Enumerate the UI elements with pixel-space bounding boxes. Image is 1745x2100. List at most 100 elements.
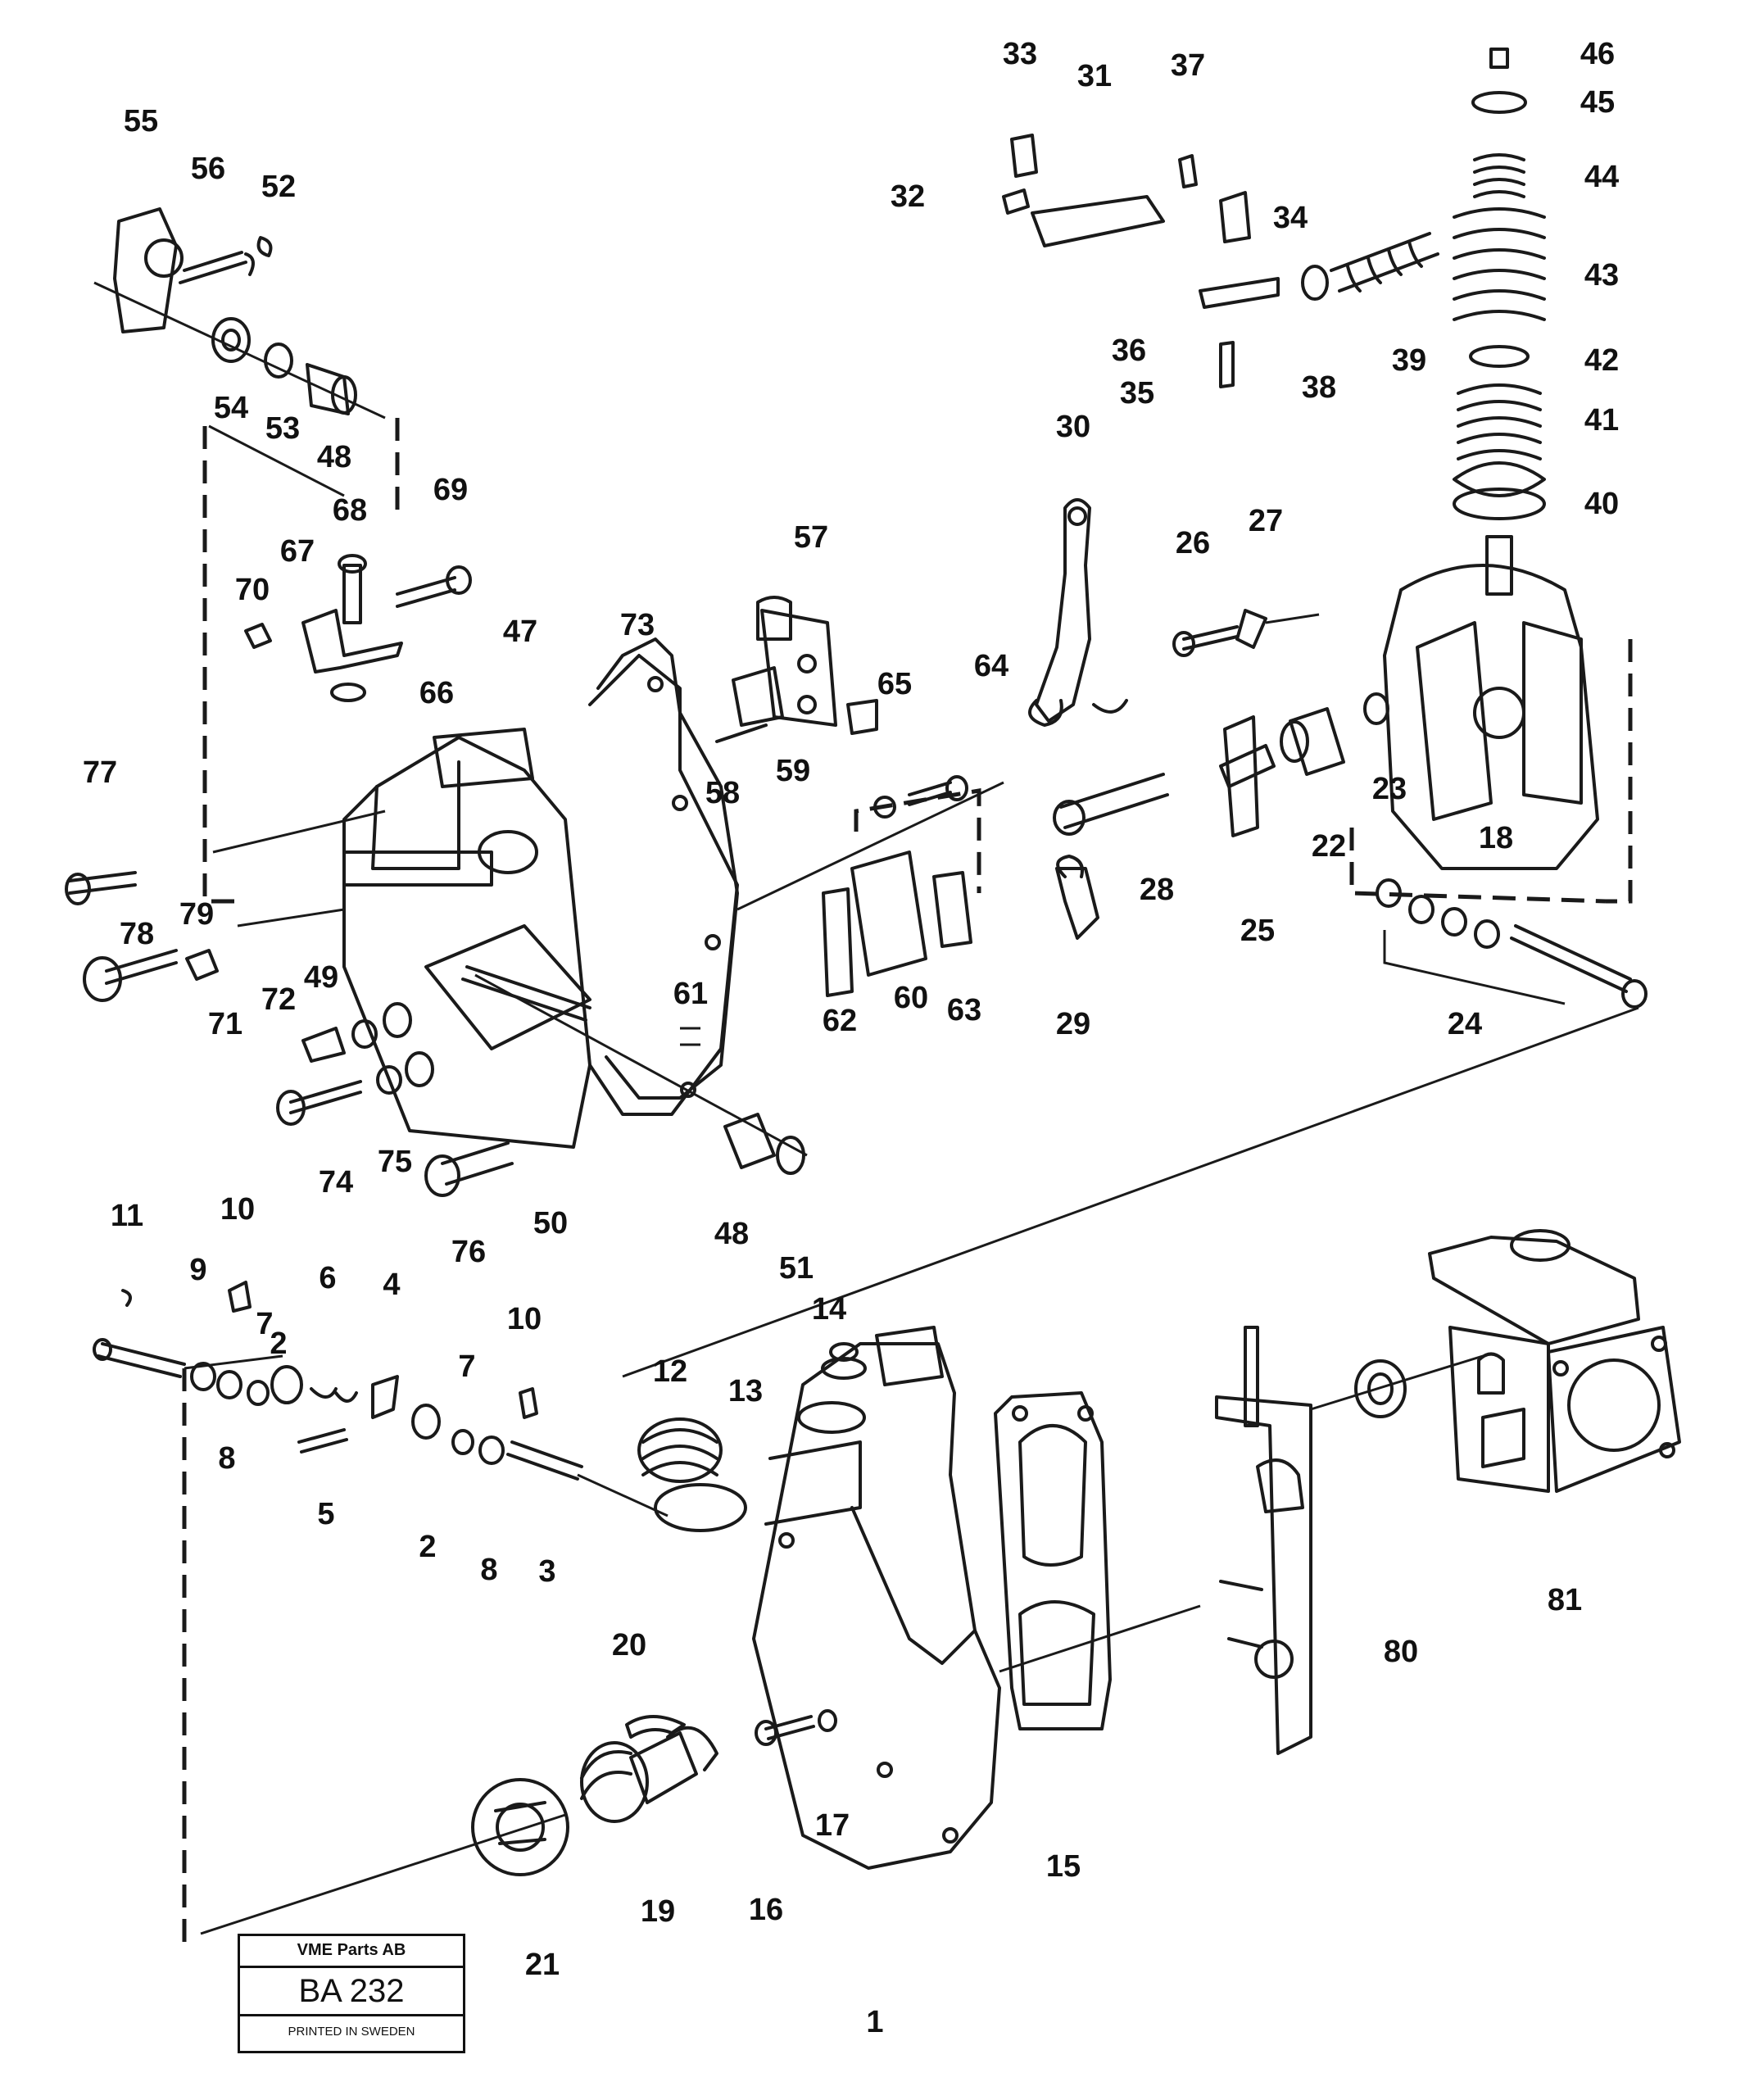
callout-37: 37 bbox=[1171, 48, 1205, 83]
callout-38: 38 bbox=[1302, 370, 1336, 405]
governor-housing-47 bbox=[342, 654, 1004, 1157]
part-drawings bbox=[65, 48, 1681, 1942]
callout-24: 24 bbox=[1448, 1007, 1482, 1041]
callout-42: 42 bbox=[1584, 343, 1619, 378]
callout-31: 31 bbox=[1077, 59, 1112, 93]
callout-39: 39 bbox=[1392, 343, 1426, 378]
callout-36: 36 bbox=[1112, 333, 1146, 368]
callout-12: 12 bbox=[653, 1354, 687, 1389]
callout-44: 44 bbox=[1584, 160, 1619, 194]
callout-34: 34 bbox=[1273, 201, 1308, 235]
lever-30 bbox=[1028, 498, 1128, 940]
callout-18: 18 bbox=[1479, 821, 1513, 855]
callout-14: 14 bbox=[812, 1292, 846, 1327]
callout-75: 75 bbox=[378, 1145, 412, 1179]
cover-81 bbox=[1428, 1229, 1681, 1493]
callout-65: 65 bbox=[877, 667, 912, 701]
callout-30: 30 bbox=[1056, 410, 1090, 444]
callout-50: 50 bbox=[533, 1206, 568, 1240]
callout-41: 41 bbox=[1584, 403, 1619, 438]
callout-labels: 1 2 2 3 4 5 6 7 7 8 8 9 10 10 11 12 13 1… bbox=[83, 37, 1619, 2039]
callout-15: 15 bbox=[1046, 1849, 1081, 1884]
callout-48b: 48 bbox=[714, 1217, 749, 1251]
callout-55: 55 bbox=[124, 104, 158, 138]
callout-72: 72 bbox=[261, 982, 296, 1017]
callout-62: 62 bbox=[823, 1004, 857, 1038]
lever-assembly-lower bbox=[93, 1281, 669, 1517]
callout-59: 59 bbox=[776, 754, 810, 788]
callout-80: 80 bbox=[1384, 1635, 1418, 1669]
fasteners-left bbox=[65, 871, 514, 1197]
callout-33: 33 bbox=[1003, 37, 1037, 71]
callout-40: 40 bbox=[1584, 487, 1619, 521]
callout-43: 43 bbox=[1584, 258, 1619, 293]
shaft-50 bbox=[461, 965, 805, 1175]
callout-32: 32 bbox=[891, 179, 925, 214]
bracket-plate bbox=[1215, 1326, 1484, 1755]
callout-79: 79 bbox=[179, 897, 214, 932]
callout-8b: 8 bbox=[480, 1553, 497, 1587]
callout-7b: 7 bbox=[458, 1349, 475, 1384]
callout-68: 68 bbox=[333, 493, 367, 528]
callout-48: 48 bbox=[317, 440, 351, 474]
callout-10b: 10 bbox=[507, 1302, 542, 1336]
gasket-73 bbox=[596, 637, 739, 1100]
callout-35: 35 bbox=[1120, 376, 1154, 410]
coupling-19-21 bbox=[200, 1715, 718, 1935]
callout-28: 28 bbox=[1140, 873, 1174, 907]
callout-17: 17 bbox=[815, 1808, 850, 1843]
callout-53: 53 bbox=[265, 411, 300, 446]
callout-74: 74 bbox=[319, 1165, 353, 1200]
callout-29: 29 bbox=[1056, 1007, 1090, 1041]
callout-46: 46 bbox=[1580, 37, 1615, 71]
callout-71: 71 bbox=[208, 1007, 242, 1041]
callout-13: 13 bbox=[728, 1374, 763, 1408]
callout-76: 76 bbox=[451, 1235, 486, 1269]
callout-67: 67 bbox=[280, 534, 315, 569]
callout-1: 1 bbox=[866, 2005, 883, 2039]
callout-9: 9 bbox=[189, 1253, 206, 1287]
callout-20: 20 bbox=[612, 1628, 646, 1662]
linkage-31-39 bbox=[1002, 134, 1439, 388]
callout-5: 5 bbox=[317, 1497, 334, 1531]
callout-16: 16 bbox=[749, 1893, 783, 1927]
callout-26: 26 bbox=[1176, 526, 1210, 560]
callout-64: 64 bbox=[974, 649, 1008, 683]
callout-66: 66 bbox=[419, 676, 454, 710]
callout-8: 8 bbox=[218, 1441, 235, 1476]
flyweight-assembly-18 bbox=[1349, 48, 1633, 904]
callout-3: 3 bbox=[538, 1554, 555, 1589]
callout-81: 81 bbox=[1548, 1583, 1582, 1617]
callout-27: 27 bbox=[1249, 504, 1283, 538]
callout-25: 25 bbox=[1240, 914, 1275, 948]
callout-70: 70 bbox=[235, 573, 270, 607]
stamp-company: VME Parts AB bbox=[240, 1936, 463, 1968]
callout-52: 52 bbox=[261, 170, 296, 204]
title-stamp: VME Parts AB BA 232 PRINTED IN SWEDEN bbox=[238, 1934, 465, 2053]
bracket-67 bbox=[244, 554, 472, 702]
callout-60: 60 bbox=[894, 981, 928, 1015]
callout-47: 47 bbox=[503, 615, 537, 649]
callout-4: 4 bbox=[383, 1268, 400, 1302]
gasket-15 bbox=[994, 1391, 1112, 1730]
stamp-code: BA 232 bbox=[240, 1968, 463, 2016]
callout-10: 10 bbox=[220, 1192, 255, 1227]
callout-54: 54 bbox=[214, 391, 248, 425]
callout-63: 63 bbox=[947, 993, 981, 1027]
callout-57: 57 bbox=[794, 520, 828, 555]
callout-22: 22 bbox=[1312, 829, 1346, 864]
lever-bracket-57 bbox=[715, 596, 878, 743]
stamp-printed: PRINTED IN SWEDEN bbox=[288, 2025, 415, 2039]
governor-parts-22-28 bbox=[1053, 609, 1389, 837]
callout-7: 7 bbox=[256, 1307, 273, 1341]
pump-housing-1 bbox=[637, 1326, 1201, 1870]
plate-60 bbox=[822, 775, 981, 997]
callout-51: 51 bbox=[779, 1251, 814, 1286]
washer-set-24 bbox=[1376, 878, 1648, 1009]
callout-69: 69 bbox=[433, 473, 468, 507]
callout-77: 77 bbox=[83, 755, 117, 790]
callout-58: 58 bbox=[705, 776, 740, 810]
callout-78: 78 bbox=[120, 917, 154, 951]
callout-73: 73 bbox=[620, 608, 655, 642]
